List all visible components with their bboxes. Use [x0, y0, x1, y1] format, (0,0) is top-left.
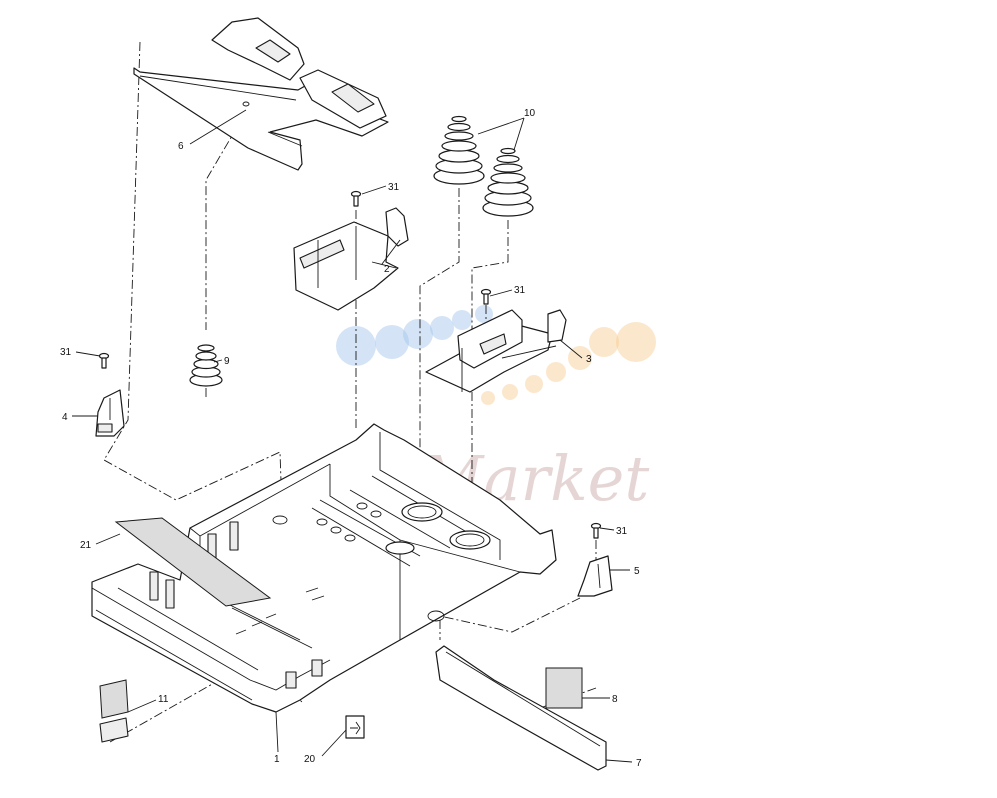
cone-right: [482, 147, 534, 217]
part-11-labels: [99, 679, 129, 743]
callouts: 6 31 2 10 31 3 9 31 4 31 5 21 8 7 11 1 2…: [60, 108, 642, 769]
callout-2: 2: [384, 264, 390, 275]
part-6-paper-guide: [133, 17, 389, 171]
callout-20: 20: [304, 754, 316, 765]
part-2-bracket: [293, 207, 409, 311]
callout-31-b: 31: [514, 285, 526, 296]
callout-1: 1: [274, 754, 280, 765]
callout-4: 4: [62, 412, 68, 423]
callout-31-d: 31: [616, 526, 628, 537]
part-5-side-bracket: [577, 555, 613, 597]
screw-c: [98, 352, 110, 369]
part-1-main-tray: [91, 423, 557, 713]
part-4-side-bracket: [95, 389, 125, 437]
screws: [98, 190, 602, 539]
callout-11: 11: [158, 694, 169, 705]
callout-31-a: 31: [388, 182, 400, 193]
callout-21: 21: [80, 540, 92, 551]
part-21-label-strip: [114, 517, 272, 607]
callout-7: 7: [636, 758, 642, 769]
cone-left: [433, 115, 485, 185]
screw-a: [350, 190, 362, 207]
callout-8: 8: [612, 694, 618, 705]
part-3-bracket: [425, 309, 567, 393]
callout-5: 5: [634, 566, 640, 577]
part-8-label: [545, 667, 583, 709]
part-9-small-cone: [189, 344, 223, 387]
leader-lines: [72, 109, 633, 763]
callout-9: 9: [224, 356, 230, 367]
part-7-front-cover: [435, 645, 607, 771]
part-10-rubber-cones: [433, 115, 534, 217]
callout-6: 6: [178, 141, 184, 152]
callout-10: 10: [524, 108, 536, 119]
part-20-label: [345, 715, 365, 739]
screw-b: [480, 288, 492, 305]
callout-3: 3: [586, 354, 592, 365]
screw-d: [590, 522, 602, 539]
callout-31-c: 31: [60, 347, 72, 358]
